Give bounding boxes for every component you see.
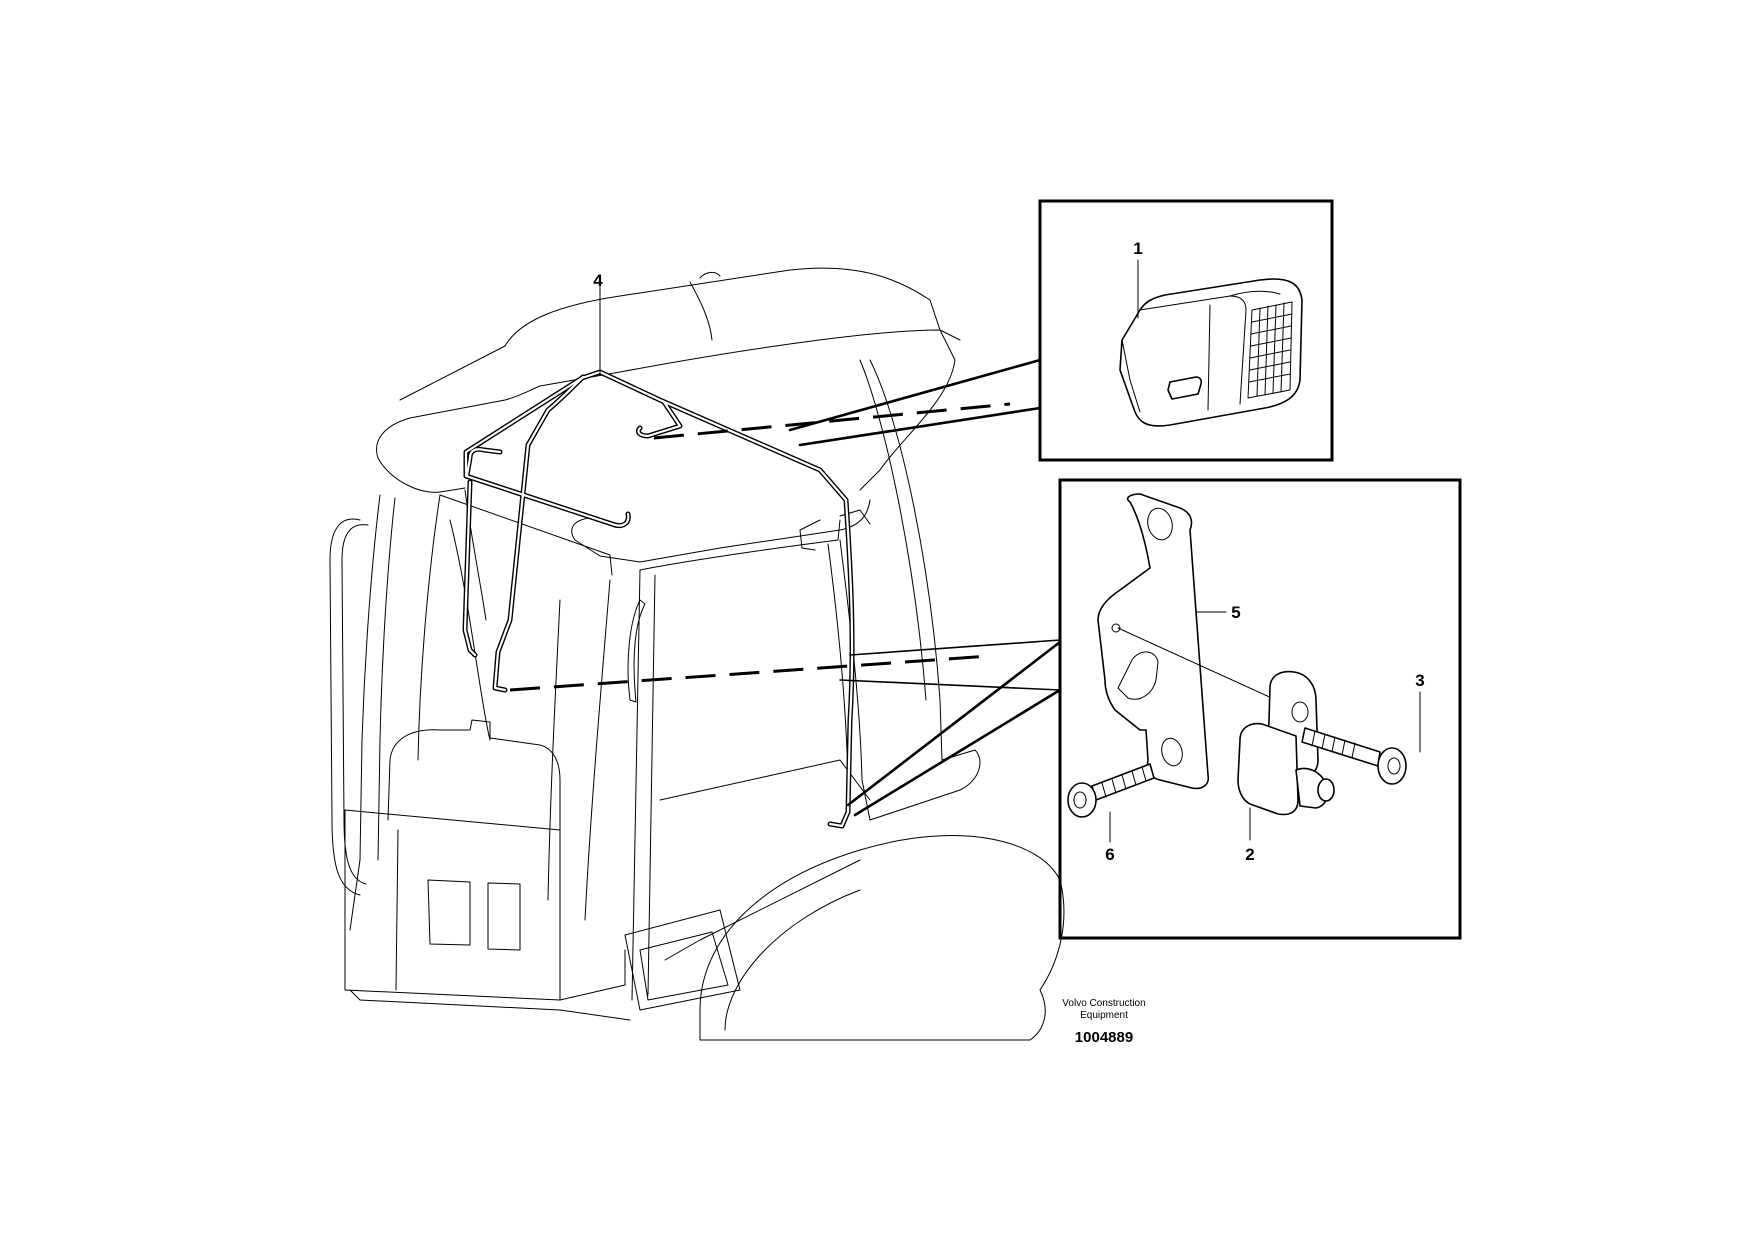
leader-lines: [509, 358, 1062, 817]
callout-3: 3: [1415, 671, 1424, 690]
callout-4: 4: [593, 271, 603, 290]
brand-line-1: Volvo Construction: [1062, 998, 1145, 1009]
brand-line-2: Equipment: [1080, 1010, 1128, 1021]
callout-labels: 1 4 5 3 6 2: [593, 239, 1424, 864]
detail-box-switch: [1058, 478, 1462, 940]
screw-6: [1067, 763, 1155, 843]
screw-3: [1301, 691, 1421, 785]
cab-illustration: [329, 267, 1065, 1041]
callout-6: 6: [1105, 845, 1114, 864]
lamp-lens-grid: [1247, 301, 1293, 399]
bracket-plate: [1097, 493, 1210, 790]
callout-2: 2: [1245, 845, 1254, 864]
detail-box-lamp: [1038, 199, 1334, 462]
callout-1: 1: [1133, 239, 1142, 258]
figure-number: 1004889: [1075, 1029, 1133, 1046]
callout-5: 5: [1231, 603, 1240, 622]
door-switch: [1237, 670, 1335, 816]
footer: Volvo Construction Equipment 1004889: [1062, 998, 1145, 1046]
wiring-harness: [462, 369, 855, 829]
